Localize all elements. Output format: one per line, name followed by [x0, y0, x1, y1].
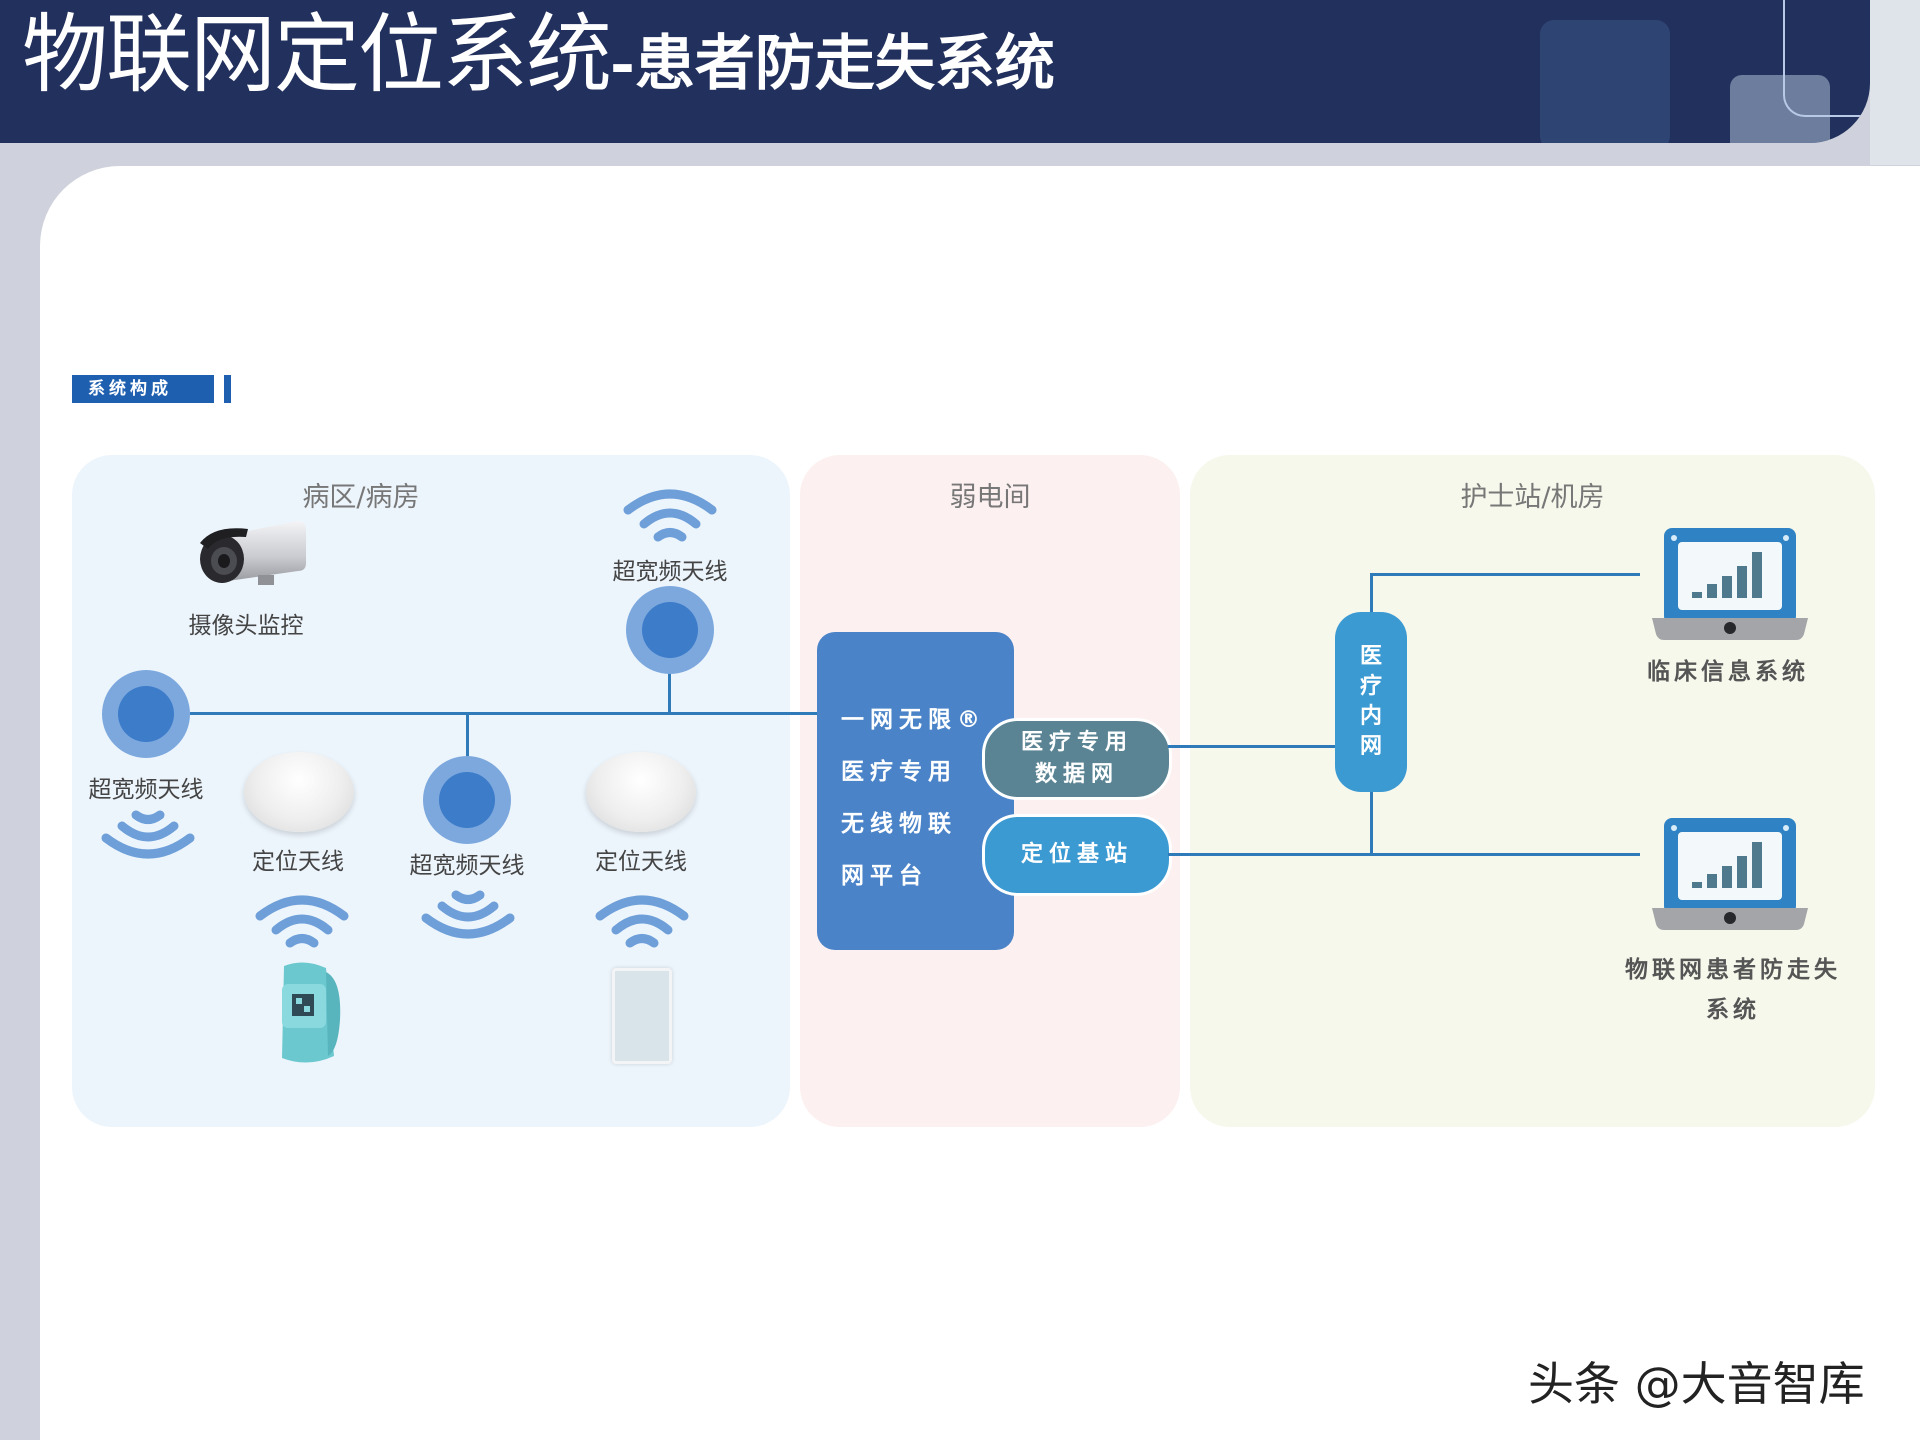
wifi-signal-icon [623, 489, 717, 542]
platform-line: 一网无限® [841, 707, 986, 733]
wifi-signal-icon [255, 895, 349, 948]
connector-mid-antenna [466, 714, 469, 758]
signal-down-icon [101, 810, 195, 859]
uwb-antenna-node-left [102, 670, 190, 758]
header-decoration [1540, 20, 1670, 143]
zone-title-weak-current: 弱电间 [949, 482, 1031, 513]
label-camera: 摄像头监控 [188, 613, 304, 639]
positioning-antenna-device [244, 752, 354, 832]
header-decoration [1730, 75, 1830, 143]
anti-wander-line: 系统 [1706, 997, 1760, 1023]
connector-intranet-down [1370, 792, 1373, 854]
ward-bus-line [190, 712, 818, 715]
connector-intranet-up [1370, 573, 1373, 613]
wristband-tag-icon [282, 962, 341, 1063]
medical-data-network: 医疗专用 数据网 [982, 718, 1172, 800]
platform-text: 一网无限® 医疗专用 无线物联 网平台 [841, 694, 986, 902]
laptop-chart-icon [1652, 818, 1808, 930]
uwb-antenna-node-mid [423, 756, 511, 844]
iot-platform-box: 一网无限® 医疗专用 无线物联 网平台 [817, 632, 1014, 950]
medical-intranet: 医 疗 内 网 [1335, 612, 1407, 792]
label-clinical-system: 临床信息系统 [1647, 659, 1809, 685]
platform-line: 无线物联 [841, 811, 957, 837]
zone-title-nurse-station: 护士站/机房 [1460, 482, 1605, 513]
header-decoration [1783, 0, 1870, 117]
section-label-bar [224, 375, 231, 403]
platform-line: 医疗专用 [841, 759, 957, 785]
laptop-chart-icon [1652, 528, 1808, 640]
positioning-antenna-device [586, 752, 696, 832]
uwb-antenna-node-top [626, 586, 714, 674]
title-main: 物联网定位系统 [22, 5, 612, 105]
intranet-char: 医 [1359, 644, 1382, 669]
connector-clinical [1370, 573, 1640, 576]
section-label: 系统构成 [72, 375, 214, 403]
anti-wander-line: 物联网患者防走失 [1625, 957, 1841, 983]
intranet-char: 疗 [1359, 674, 1382, 699]
camera-icon [200, 521, 306, 585]
label-positioning-antenna-1: 定位天线 [252, 849, 344, 875]
label-uwb-antenna-top: 超宽频天线 [612, 559, 728, 585]
decoration-strip [1870, 0, 1920, 165]
title-sub: -患者防走失系统 [610, 29, 1055, 99]
connector-base-station [1168, 853, 1640, 856]
base-station-label: 定位基站 [1020, 842, 1133, 867]
connector-data-network [1168, 745, 1336, 748]
wifi-signal-icon [595, 895, 689, 948]
data-network-line: 医疗专用 [1020, 730, 1133, 755]
intranet-char: 内 [1359, 704, 1382, 729]
watermark: 头条 @大音智库 [1528, 1357, 1865, 1411]
label-positioning-antenna-2: 定位天线 [595, 849, 687, 875]
platform-line: 网平台 [841, 863, 928, 889]
label-anti-wander-system: 物联网患者防走失 系统 [1608, 950, 1858, 1030]
page-title: 物联网定位系统-患者防走失系统 [22, 12, 1055, 98]
label-uwb-antenna-left: 超宽频天线 [88, 777, 204, 803]
signal-down-icon [421, 890, 515, 939]
zone-title-ward: 病区/病房 [302, 482, 420, 513]
intranet-char: 网 [1359, 734, 1382, 759]
connector-top-antenna [668, 668, 671, 714]
badge-tag-icon [612, 968, 672, 1064]
positioning-base-station: 定位基站 [982, 814, 1172, 896]
data-network-line: 数据网 [1034, 762, 1119, 787]
header-banner: 物联网定位系统-患者防走失系统 [0, 0, 1870, 143]
label-uwb-antenna-mid: 超宽频天线 [409, 853, 525, 879]
